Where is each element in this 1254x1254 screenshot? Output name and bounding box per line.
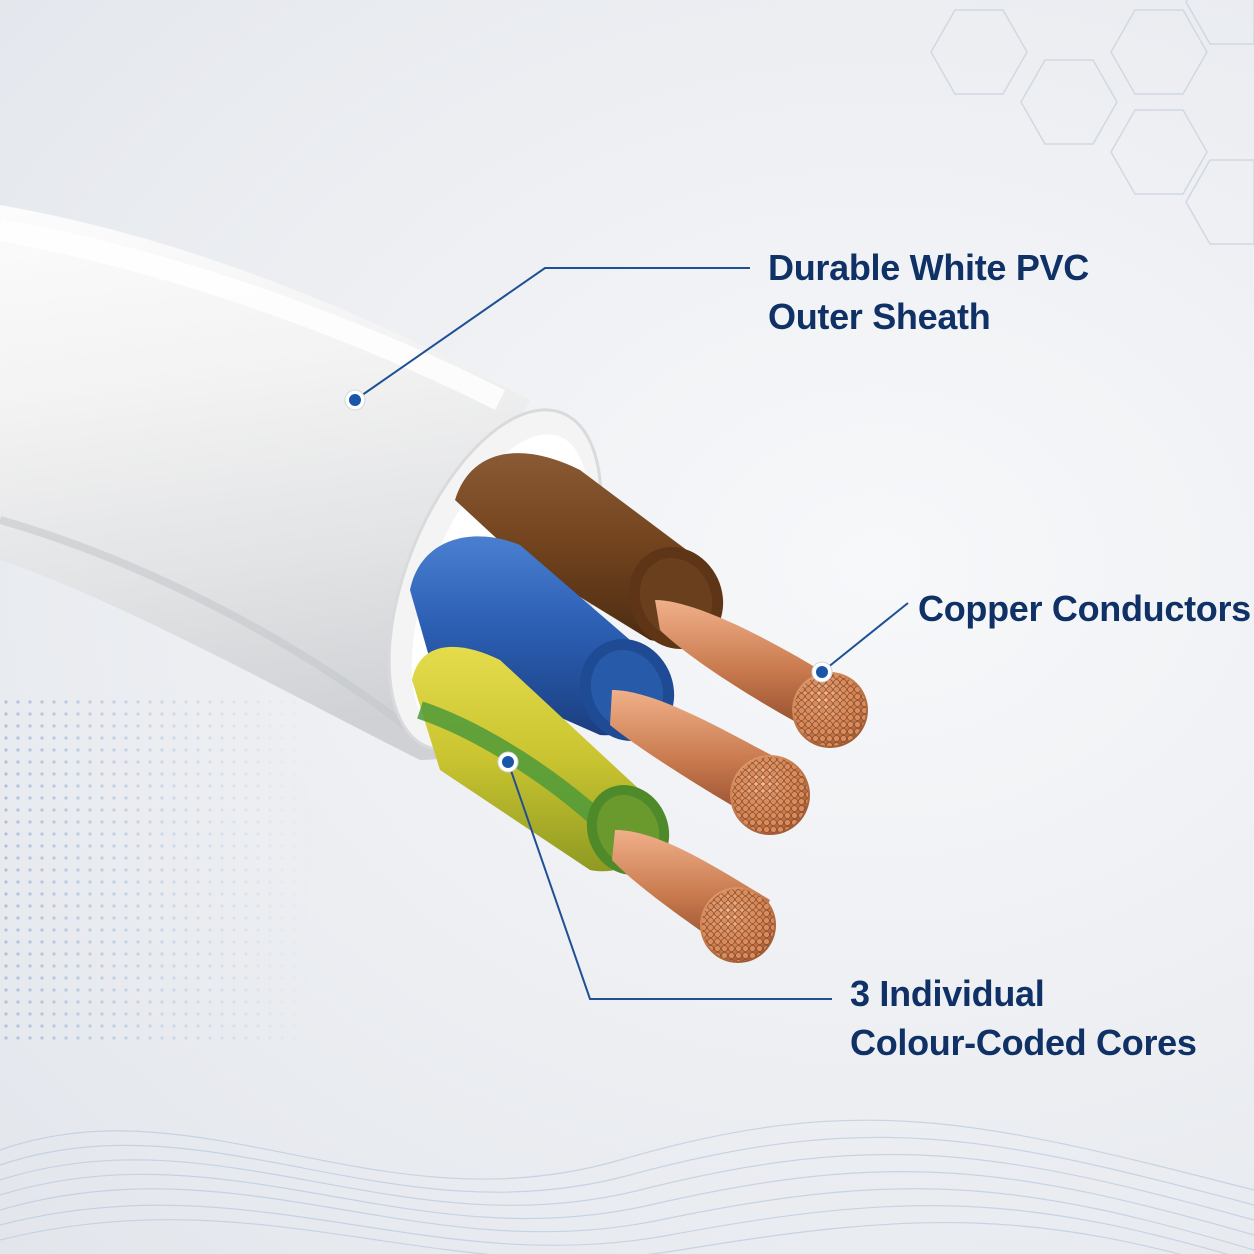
copper-callout-line [821,602,909,673]
sheath-label-line-1: Durable White PVC [768,247,1089,288]
dot-halftone-decoration [0,700,320,1040]
copper-callout-label: Copper Conductors [918,584,1251,633]
wave-lines-decoration [0,1119,1254,1254]
hexagon-grid-decoration [930,0,1254,245]
blue-core [410,536,810,835]
sheath-callout-line [354,267,750,401]
earth-core [412,646,776,963]
callout-markers [344,389,833,773]
sheath-label-line-2: Outer Sheath [768,296,991,337]
cores-callout-line [507,761,832,1000]
sheath-callout-label: Durable White PVC Outer Sheath [768,243,1089,341]
cores-label-line-1: 3 Individual [850,973,1045,1014]
copper-label-line-1: Copper Conductors [918,588,1251,629]
cores-label-line-2: Colour-Coded Cores [850,1022,1197,1063]
brown-core [455,453,868,748]
callout-lines [354,267,909,1000]
cores-callout-label: 3 Individual Colour-Coded Cores [850,969,1197,1067]
